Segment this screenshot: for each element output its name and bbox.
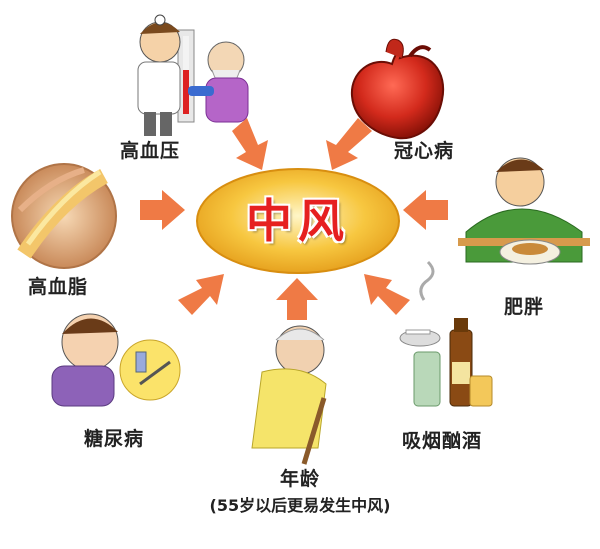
arrow-from-hyperlipidemia xyxy=(140,190,185,230)
hypertension-label: 高血压 xyxy=(120,140,181,162)
age-note: (55岁以后更易发生中风) xyxy=(209,496,391,515)
vessel-illustration xyxy=(11,163,117,269)
center-oval xyxy=(196,168,400,274)
arrow-from-diabetes xyxy=(178,274,224,315)
arrow-from-hypertension xyxy=(232,118,268,170)
arrow-from-coronary xyxy=(326,118,372,170)
arrow-from-obesity xyxy=(403,190,448,230)
diabetes-illustration xyxy=(51,313,181,407)
diabetes-label: 糖尿病 xyxy=(84,428,145,450)
smoking-drinking-label: 吸烟酗酒 xyxy=(402,430,483,452)
hypertension-illustration xyxy=(137,14,249,136)
arrow-from-age xyxy=(276,278,318,320)
arrows xyxy=(140,118,448,320)
center-label: 中风 xyxy=(246,194,350,248)
age-label: 年龄 xyxy=(279,468,320,490)
coronary-label: 冠心病 xyxy=(394,140,455,162)
heart-illustration xyxy=(350,38,445,140)
arrow-from-smoking-drinking xyxy=(364,274,410,315)
elderly-illustration xyxy=(251,325,327,465)
smoking-drinking-illustration xyxy=(399,260,493,407)
obesity-illustration xyxy=(458,157,590,265)
obesity-label: 肥胖 xyxy=(504,296,545,318)
hyperlipidemia-label: 高血脂 xyxy=(28,276,89,298)
